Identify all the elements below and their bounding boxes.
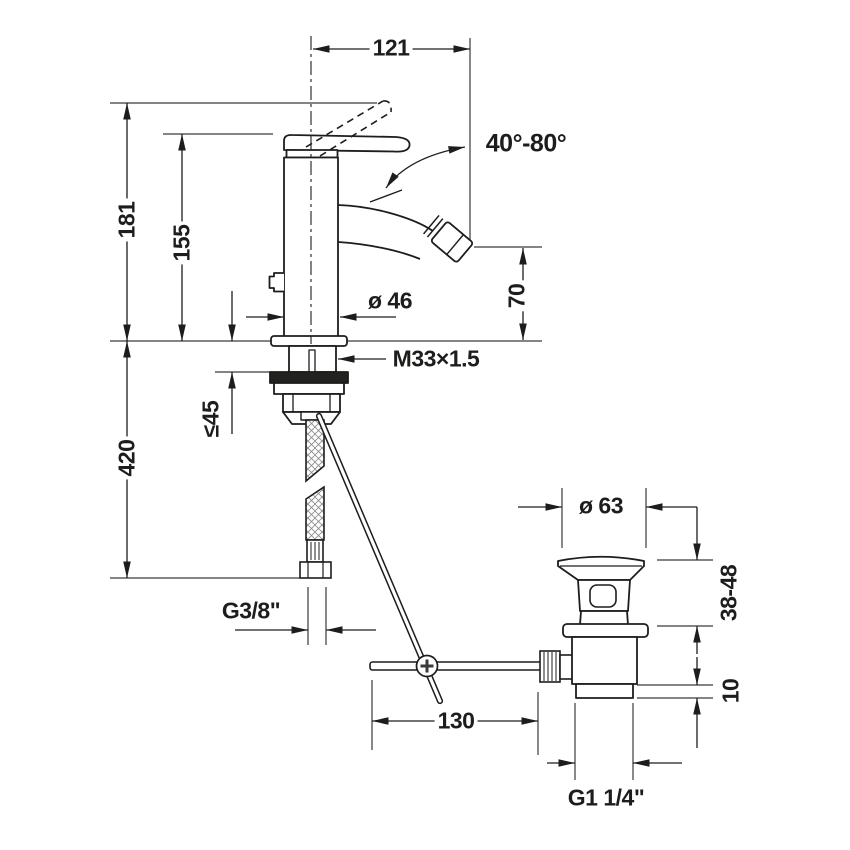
waste-mid-band: [579, 610, 629, 626]
dim-label-spout-height: 70: [504, 280, 530, 312]
dim-label-swivel-angle: 40°-80°: [482, 131, 570, 157]
waste-tailpipe: [575, 683, 634, 699]
dim-label-waste-height-range: 38-48: [716, 561, 742, 625]
dim-label-hose-length: 420: [114, 436, 140, 480]
supply-hose: [299, 419, 332, 579]
swivel-angle-tangent: [369, 189, 403, 203]
waste-lower-body: [571, 636, 638, 685]
spout-bottom-edge: [337, 241, 421, 260]
aerator-ring-2: [426, 218, 444, 238]
dim-label-height-body: 155: [169, 221, 195, 265]
popup-waste-assembly: [557, 555, 649, 699]
hose-braided-lower: [305, 485, 325, 541]
cartridge-cap: [285, 149, 339, 159]
dim-label-waste-thread: G1 1/4": [564, 786, 648, 810]
hose-hex-nut: [299, 561, 332, 579]
aerator-outlet-line: [446, 234, 464, 255]
reference-lines: [110, 38, 713, 780]
dim-label-rod-length: 130: [434, 709, 478, 733]
spout-top-edge: [337, 204, 434, 232]
seal-washer: [269, 371, 349, 384]
aerator-cap: [430, 221, 474, 263]
ball-joint-cross: [420, 659, 434, 673]
popup-rod-diagonal-inner: [317, 414, 442, 703]
swivel-angle-arc: [385, 146, 466, 189]
popup-rod-upper: [308, 349, 316, 373]
waste-flange: [557, 555, 645, 581]
waste-lower-flange: [562, 623, 649, 638]
dim-label-height-lever-raised: 181: [114, 198, 140, 242]
popup-rod-horizontal: [369, 661, 546, 671]
mounting-nut: [282, 393, 341, 413]
aerator-ring-1: [423, 214, 440, 235]
dim-label-body-diameter: ø 46: [364, 289, 416, 313]
dim-label-base-thread: M33×1.5: [389, 347, 483, 371]
aerator: [423, 214, 474, 263]
waste-window: [589, 584, 617, 608]
dim-label-mounting-thickness: ≤45: [198, 397, 224, 441]
rod-knurled-connector: [539, 650, 561, 683]
bidet-mixer-outline: [268, 100, 474, 425]
popup-rod-assembly: [315, 412, 578, 705]
dim-label-width: 121: [369, 36, 413, 60]
dim-label-waste-tail: 10: [718, 675, 744, 707]
deck-flange: [270, 335, 348, 347]
dim-label-waste-diameter: ø 63: [575, 494, 627, 518]
body-side-knob: [268, 272, 284, 293]
lever-raised-dashed: [305, 100, 392, 157]
dim-label-supply-thread: G3/8": [218, 599, 284, 623]
mounting-washer: [273, 382, 345, 395]
